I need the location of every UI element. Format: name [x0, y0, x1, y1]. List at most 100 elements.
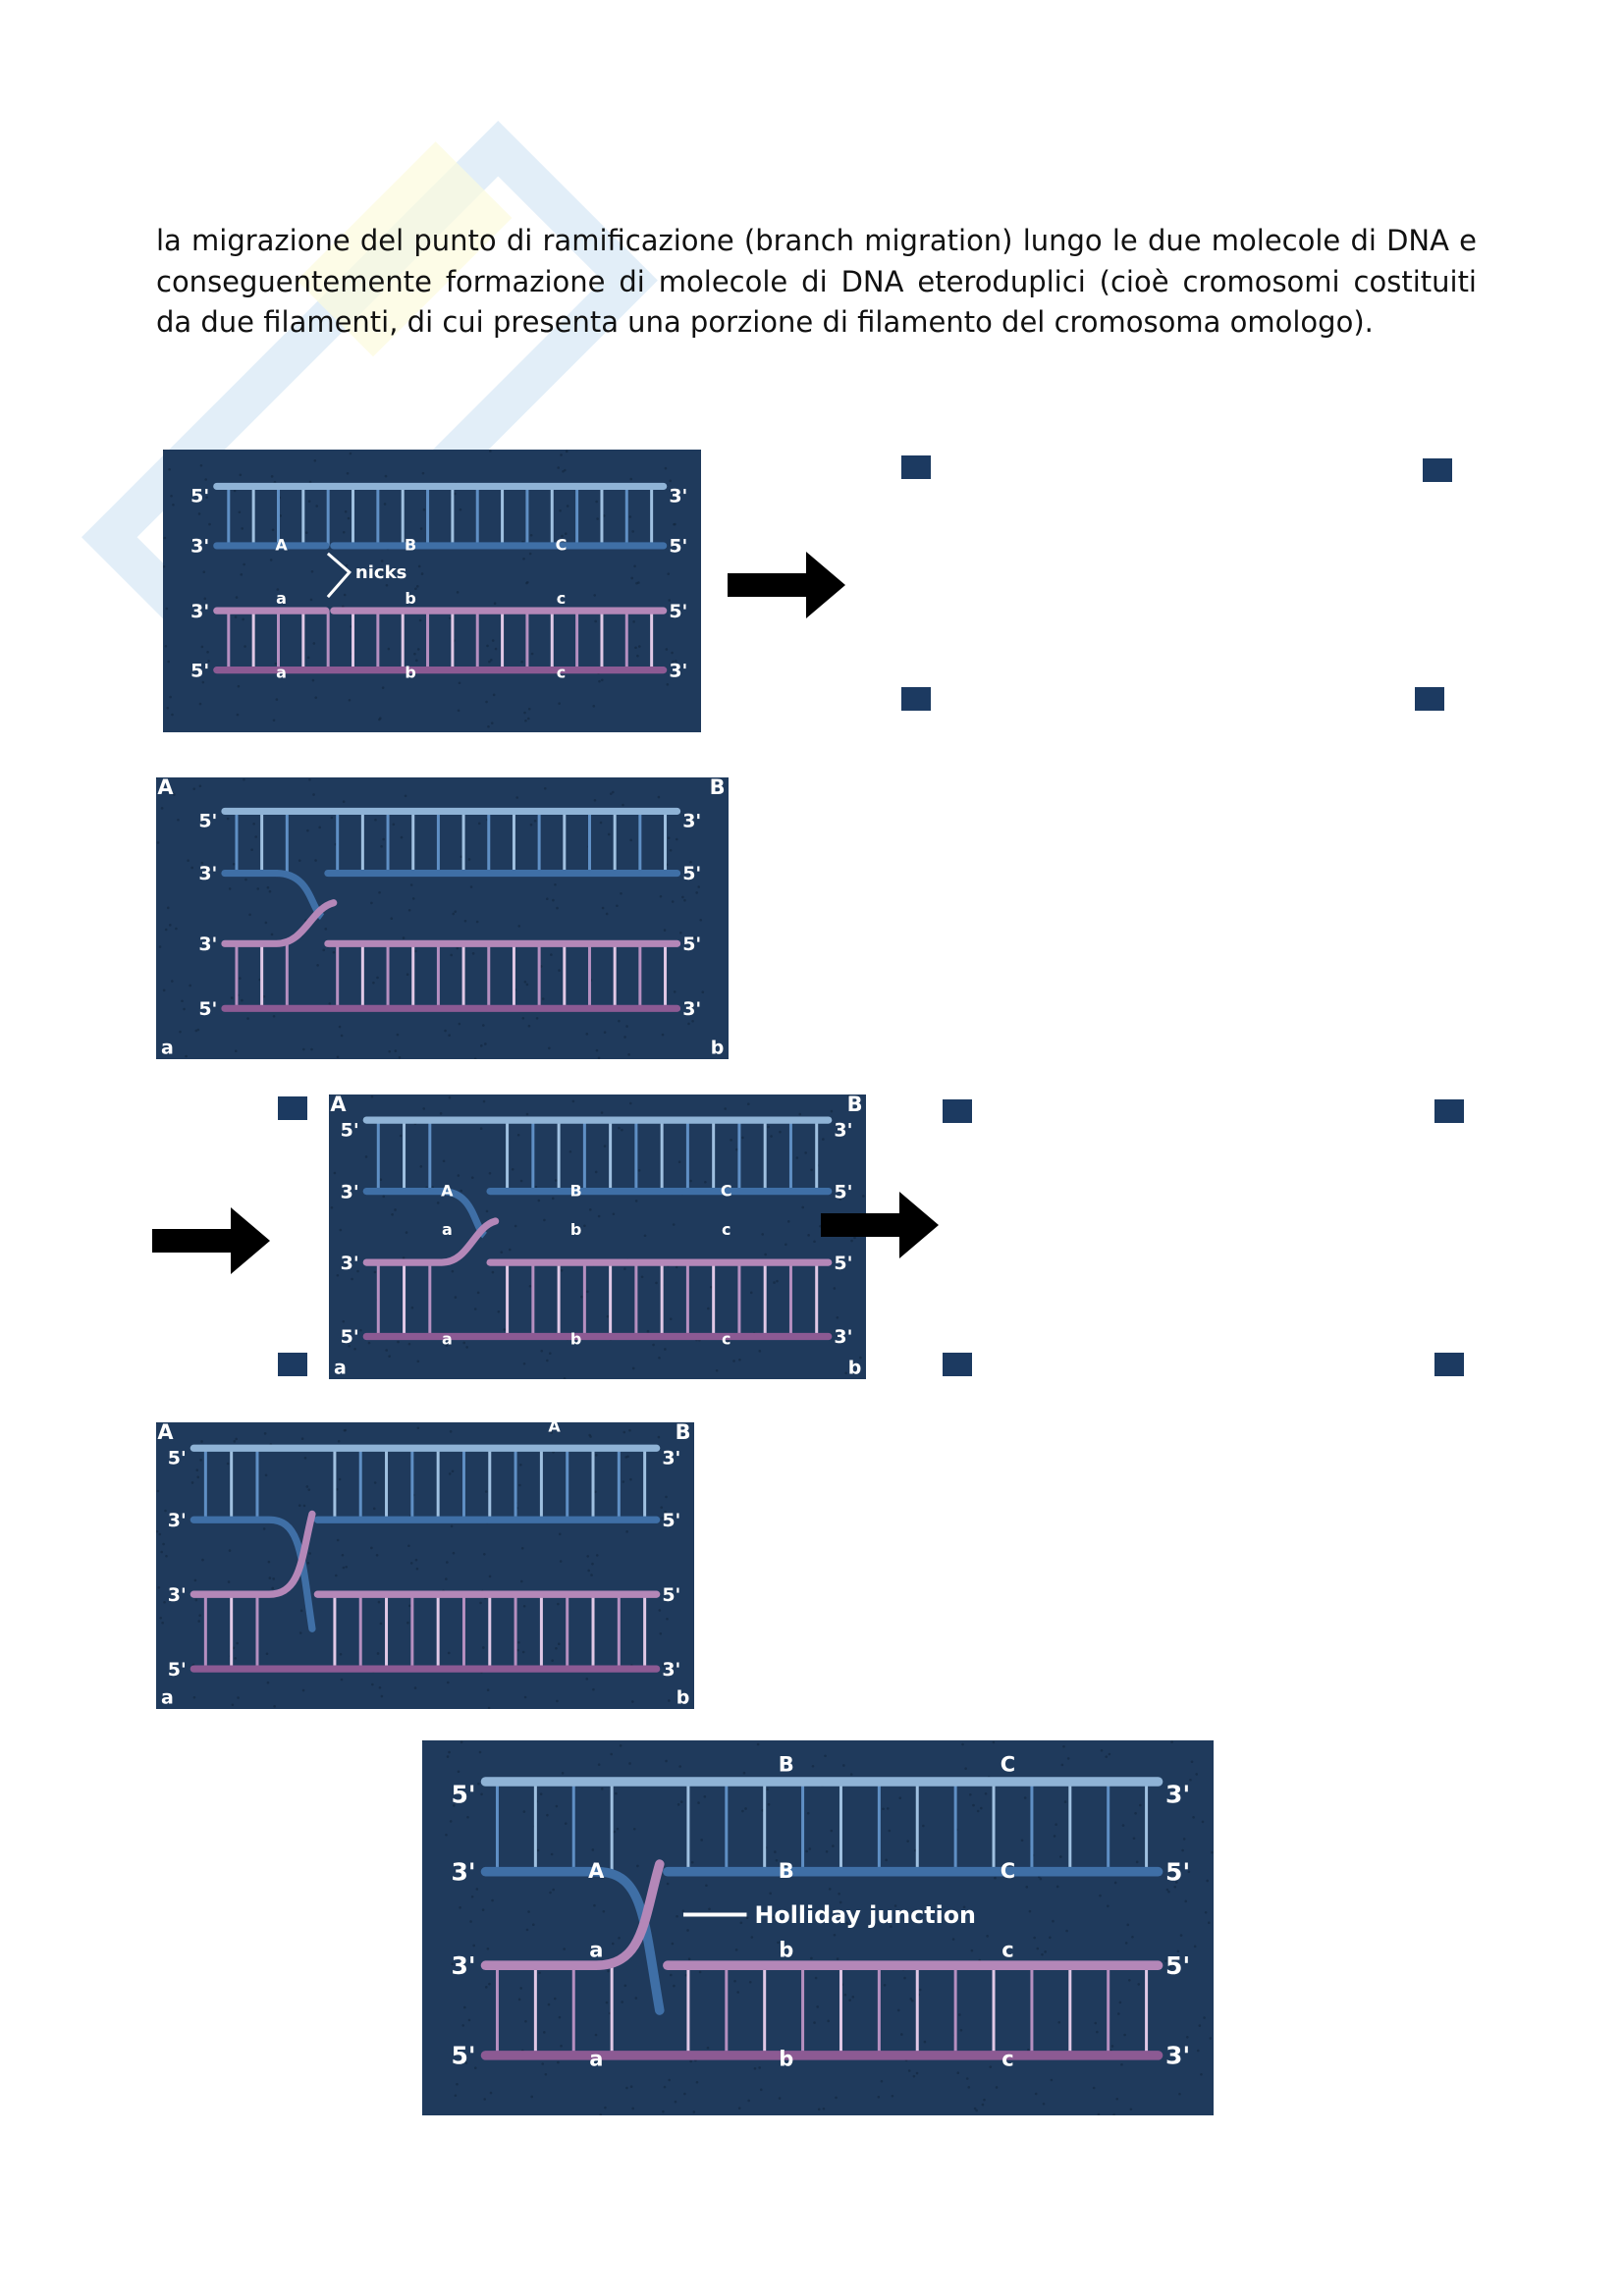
- texture-dot: [343, 593, 347, 597]
- texture-dot: [586, 1555, 590, 1558]
- texture-dot: [336, 1273, 340, 1277]
- texture-dot: [373, 1481, 377, 1484]
- texture-dot: [300, 1437, 304, 1440]
- texture-dot: [446, 1755, 450, 1758]
- locus-label: a: [589, 2047, 603, 2070]
- texture-dot: [422, 507, 426, 511]
- texture-dot: [413, 652, 416, 656]
- texture-dot: [629, 477, 633, 481]
- texture-dot: [1034, 2092, 1038, 2096]
- texture-dot: [316, 964, 319, 967]
- texture-dot: [599, 821, 603, 825]
- texture-dot: [372, 981, 375, 985]
- texture-dot: [975, 2109, 978, 2112]
- texture-dot: [770, 1135, 773, 1138]
- texture-dot: [1128, 1978, 1131, 1982]
- texture-dot: [243, 777, 245, 781]
- texture-dot: [370, 901, 373, 905]
- texture-dot: [628, 515, 632, 518]
- locus-label: C: [1001, 1753, 1015, 1777]
- texture-dot: [676, 1803, 680, 1806]
- texture-dot: [448, 1472, 452, 1475]
- texture-dot: [491, 639, 495, 642]
- texture-dot: [822, 2107, 826, 2110]
- texture-dot: [1025, 1886, 1029, 1889]
- texture-dot: [704, 1180, 707, 1184]
- placeholder-box: [901, 455, 931, 479]
- texture-dot: [254, 835, 257, 838]
- strand-end-label: 3': [662, 1447, 680, 1468]
- texture-dot: [541, 997, 545, 1000]
- texture-dot: [842, 1764, 845, 1767]
- texture-dot: [1105, 1755, 1109, 1758]
- texture-dot: [452, 912, 456, 916]
- texture-dot: [827, 2019, 830, 2023]
- locus-label: C: [1001, 1859, 1015, 1883]
- texture-dot: [416, 1426, 420, 1430]
- texture-dot: [548, 1046, 551, 1050]
- texture-dot: [183, 1007, 186, 1011]
- texture-dot: [500, 1251, 504, 1254]
- texture-dot: [706, 2046, 710, 2050]
- texture-dot: [663, 929, 667, 932]
- texture-dot: [547, 2002, 551, 2006]
- strand-end-label: 3': [834, 1326, 852, 1348]
- strand-pink-crossing: [189, 1510, 316, 1598]
- texture-dot: [607, 832, 611, 836]
- strand-end-label: 5': [1165, 1951, 1190, 1980]
- texture-dot: [1121, 1824, 1125, 1827]
- texture-dot: [950, 1915, 953, 1919]
- texture-dot: [669, 1317, 673, 1320]
- strand-end-label: 5': [669, 536, 687, 558]
- texture-dot: [756, 1742, 760, 1746]
- strand-end-label: 5': [168, 1659, 187, 1681]
- texture-dot: [227, 1580, 231, 1583]
- texture-dot: [533, 819, 537, 823]
- texture-dot: [449, 616, 452, 620]
- texture-dot: [903, 1976, 906, 1980]
- texture-dot: [160, 807, 164, 810]
- texture-dot: [537, 1199, 541, 1202]
- strand-blue-crossing: [189, 1516, 316, 1632]
- texture-dot: [628, 1101, 632, 1105]
- texture-dot: [807, 1234, 810, 1237]
- texture-dot: [303, 1456, 307, 1460]
- texture-dot: [822, 1138, 825, 1141]
- texture-dot: [602, 514, 606, 517]
- texture-dot: [457, 709, 460, 713]
- texture-dot: [192, 1695, 196, 1699]
- texture-dot: [758, 2066, 761, 2069]
- texture-dot: [449, 1430, 453, 1433]
- texture-dot: [994, 1876, 997, 1880]
- texture-dot: [1176, 1949, 1180, 1953]
- texture-dot: [562, 469, 565, 473]
- texture-dot: [662, 1664, 665, 1668]
- texture-dot: [163, 564, 166, 568]
- texture-dot: [724, 1107, 727, 1110]
- texture-dot: [766, 1788, 769, 1791]
- texture-dot: [168, 924, 172, 927]
- texture-dot: [629, 1477, 632, 1481]
- texture-dot: [784, 1243, 787, 1247]
- texture-dot: [298, 1504, 301, 1507]
- texture-dot: [306, 656, 310, 660]
- texture-dot: [585, 1678, 589, 1681]
- texture-dot: [415, 659, 418, 663]
- texture-dot: [662, 2109, 665, 2113]
- texture-dot: [311, 678, 315, 682]
- texture-dot: [1050, 2078, 1054, 2082]
- texture-dot: [675, 1265, 678, 1269]
- texture-dot: [801, 1205, 805, 1209]
- texture-dot: [1186, 2035, 1189, 2039]
- texture-dot: [517, 925, 521, 928]
- placeholder-box: [943, 1099, 972, 1123]
- texture-dot: [835, 2096, 838, 2100]
- texture-dot: [583, 1224, 586, 1228]
- texture-dot: [451, 1469, 455, 1473]
- texture-dot: [885, 1858, 888, 1862]
- right-arrow-icon: [728, 552, 845, 618]
- texture-dot: [272, 1577, 275, 1580]
- texture-dot: [1023, 1796, 1027, 1799]
- texture-dot: [550, 1852, 554, 1856]
- texture-dot: [484, 1042, 487, 1045]
